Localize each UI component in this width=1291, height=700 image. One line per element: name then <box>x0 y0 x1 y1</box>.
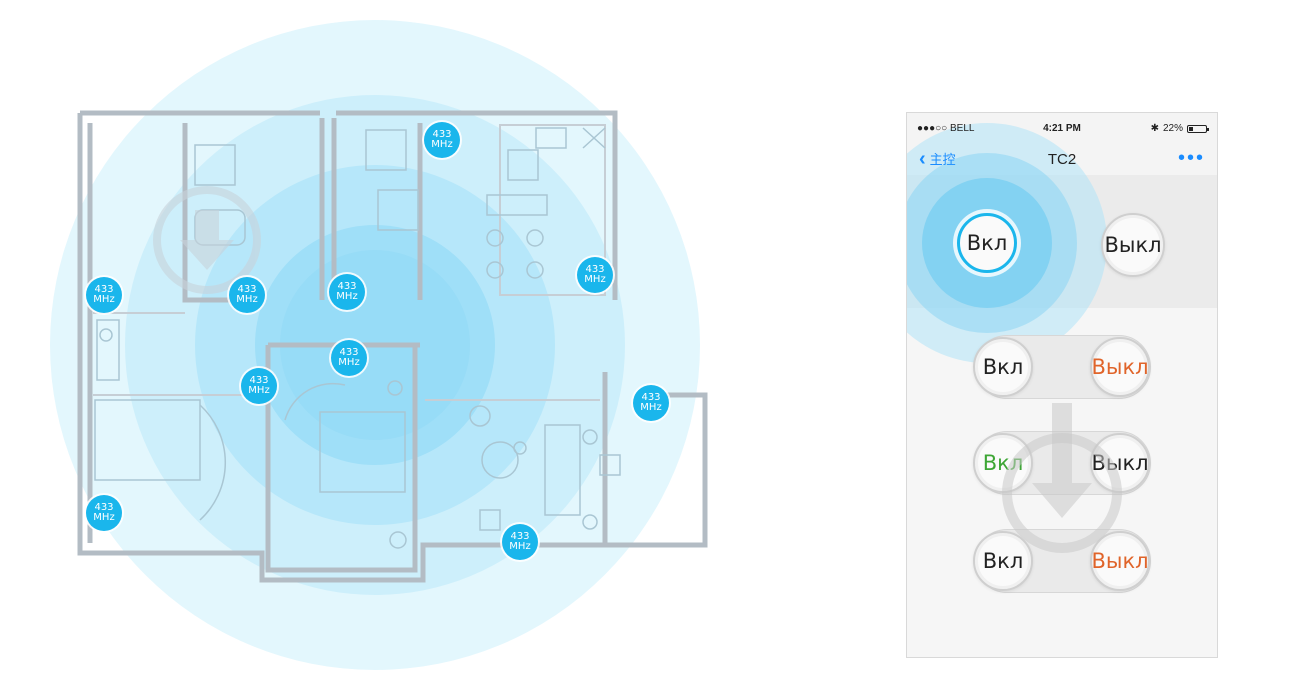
row3-on-button[interactable]: Вкл <box>973 531 1033 591</box>
status-bar: ●●●○○ BELL 4:21 PM ✱ 22% <box>907 113 1217 143</box>
nav-bar: ‹ 主控 TC2 ••• <box>907 143 1217 175</box>
back-button[interactable]: ‹ 主控 <box>919 147 956 170</box>
bluetooth-icon: ✱ <box>1150 123 1159 134</box>
status-time: 4:21 PM <box>1043 123 1081 134</box>
row1-off-button[interactable]: Выкл <box>1090 337 1150 397</box>
master-on-button[interactable]: Вкл <box>957 213 1017 273</box>
row2-off-button[interactable]: Выкл <box>1090 433 1150 493</box>
inner-walls <box>93 124 606 401</box>
walls <box>77 110 708 583</box>
floor-plan <box>50 20 708 670</box>
carrier-signal: ●●●○○ BELL <box>917 123 975 134</box>
furniture <box>94 127 621 549</box>
download-watermark-icon <box>153 186 261 294</box>
row1-on-button[interactable]: Вкл <box>973 337 1033 397</box>
back-label: 主控 <box>929 152 956 167</box>
master-off-button[interactable]: Выкл <box>1101 213 1165 277</box>
page-title: TC2 <box>1047 151 1077 168</box>
row3-off-button[interactable]: Выкл <box>1090 531 1150 591</box>
battery-icon <box>1187 124 1209 133</box>
battery-percent: 22% <box>1162 123 1183 134</box>
chevron-left-icon: ‹ <box>919 147 926 170</box>
more-options-icon[interactable]: ••• <box>1177 147 1205 169</box>
phone-app-screen: ●●●○○ BELL 4:21 PM ✱ 22% ‹ 主控 TC2 ••• Вк… <box>906 112 1218 658</box>
download-watermark-icon <box>1002 403 1122 553</box>
